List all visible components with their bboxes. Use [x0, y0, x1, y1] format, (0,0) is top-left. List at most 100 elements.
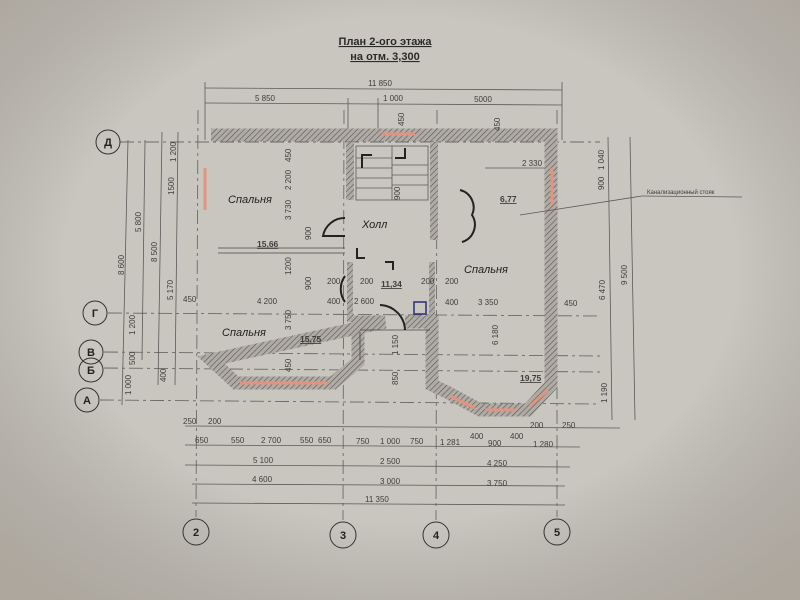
bottom-dimensions: 250 200 200 250 650 550 2 700 550 650 75…	[183, 417, 576, 504]
dimension-label: 6 470	[598, 279, 607, 300]
dimension-label: 4 600	[252, 475, 273, 484]
dimension-label: 2 330	[522, 159, 543, 168]
dimension-label: 200	[327, 277, 341, 286]
dimension-label: 200	[421, 277, 435, 286]
dimension-label: 450	[183, 295, 197, 304]
dimension-label: 250	[183, 417, 197, 426]
left-dimensions: 8 600 5 800 8 500 5 170 1 200 1500 1 200…	[117, 141, 197, 395]
dimension-label: 5 850	[255, 94, 276, 103]
dimension-label: 1 281	[440, 438, 461, 447]
axis-label: 2	[193, 527, 199, 539]
room-area: 15,66	[257, 239, 279, 249]
dimension-label: 3 000	[380, 477, 401, 486]
dimension-label: 900	[488, 439, 502, 448]
dimension-lines	[121, 82, 636, 506]
dimension-label: 400	[470, 432, 484, 441]
dimension-label: 5 170	[166, 279, 175, 300]
dimension-label: 450	[564, 299, 578, 308]
axis-label: А	[83, 395, 91, 407]
dimension-label: 450	[493, 117, 502, 131]
plan-elevation: на отм. 3,300	[350, 51, 419, 63]
dimension-label: 5000	[474, 95, 492, 104]
axis-label: Б	[87, 365, 95, 377]
dimension-label: 1500	[167, 177, 176, 195]
dimension-label: 200	[208, 417, 222, 426]
axis-label: Д	[104, 137, 112, 149]
dimension-label: 1 200	[169, 141, 178, 162]
dimension-label: 8 600	[117, 254, 126, 275]
dimension-label: 900	[304, 276, 313, 290]
axis-markers: Д Г В Б А 2 3 4 5	[74, 129, 571, 549]
room-name: Спальня	[228, 194, 272, 206]
plan-title: План 2-ого этажа	[339, 36, 433, 48]
room-area: 6,77	[500, 194, 517, 204]
dimension-label: 650	[195, 436, 209, 445]
dimension-label: 550	[231, 436, 245, 445]
dimension-label: 200	[445, 277, 459, 286]
room-name: Холл	[361, 219, 387, 231]
right-dimensions: 1 040 900 6 470 9 500 1 190 2 330	[522, 149, 629, 403]
dimension-label: 3 730	[284, 199, 293, 220]
dimension-label: 200	[360, 277, 374, 286]
dimension-label: 200	[530, 421, 544, 430]
dimension-label: 2 200	[284, 169, 293, 190]
dimension-label: 11 350	[365, 495, 389, 504]
dimension-label: 250	[562, 421, 576, 430]
dimension-label: 650	[318, 436, 332, 445]
dimension-label: 3 750	[284, 309, 293, 330]
dimension-label: 400	[510, 432, 524, 441]
dimension-label: 400	[159, 368, 168, 382]
dimension-label: 9 500	[620, 264, 629, 285]
dimension-label: 900	[393, 186, 402, 200]
sewer-riser-note: Канализационный стояк	[647, 189, 715, 196]
note-leader	[519, 195, 643, 216]
dimension-label: 550	[300, 436, 314, 445]
walls	[197, 128, 558, 417]
dimension-label: 3 750	[487, 479, 508, 488]
dimension-label: 850	[391, 371, 400, 385]
dimension-label: 1200	[284, 257, 293, 275]
dimension-label: 500	[128, 351, 137, 365]
sewer-riser-marker	[413, 301, 427, 315]
dimension-label: 1 040	[597, 149, 606, 170]
room-name: Спальня	[464, 264, 508, 276]
axis-label: 3	[340, 530, 346, 542]
dimension-label: 1 000	[380, 437, 401, 446]
dimension-label: 6 180	[491, 324, 500, 345]
axis-label: Г	[92, 308, 99, 320]
doors	[321, 189, 476, 331]
dimension-label: 3 350	[478, 298, 499, 307]
dimension-label: 4 250	[487, 459, 508, 468]
dimension-label: 2 700	[261, 436, 282, 445]
dimension-label: 450	[284, 358, 293, 372]
dimension-label: 8 500	[150, 241, 159, 262]
room-area: 11,34	[381, 279, 402, 289]
dimension-label: 400	[445, 298, 459, 307]
axis-label: 4	[433, 530, 440, 542]
dimension-label: 450	[284, 148, 293, 162]
dimension-label: 1 000	[383, 94, 404, 103]
dimension-label: 11 850	[368, 79, 392, 88]
room-area: 15,75	[300, 334, 322, 344]
dimension-label: 1 190	[600, 382, 609, 403]
windows	[203, 132, 554, 412]
dimension-label: 1 280	[533, 440, 554, 449]
dimension-label: 750	[356, 437, 370, 446]
room-name: Спальня	[222, 327, 266, 339]
staircase	[355, 145, 429, 201]
room-area: 19,75	[520, 373, 542, 383]
dimension-label: 1 000	[124, 374, 133, 395]
dimension-label: 750	[410, 437, 424, 446]
interior-dimensions: 4 200 400 2 600 400 3 350 450 450 200 20…	[257, 148, 578, 385]
dimension-label: 1 200	[128, 314, 137, 335]
dimension-label: 5 800	[134, 211, 143, 232]
dimension-label: 900	[304, 226, 313, 240]
dimension-label: 2 600	[354, 297, 375, 306]
axis-label: 5	[554, 527, 560, 539]
dimension-label: 400	[327, 297, 341, 306]
dimension-label: 2 500	[380, 457, 401, 466]
axis-grid	[99, 109, 601, 521]
dimension-label: 900	[597, 176, 606, 190]
